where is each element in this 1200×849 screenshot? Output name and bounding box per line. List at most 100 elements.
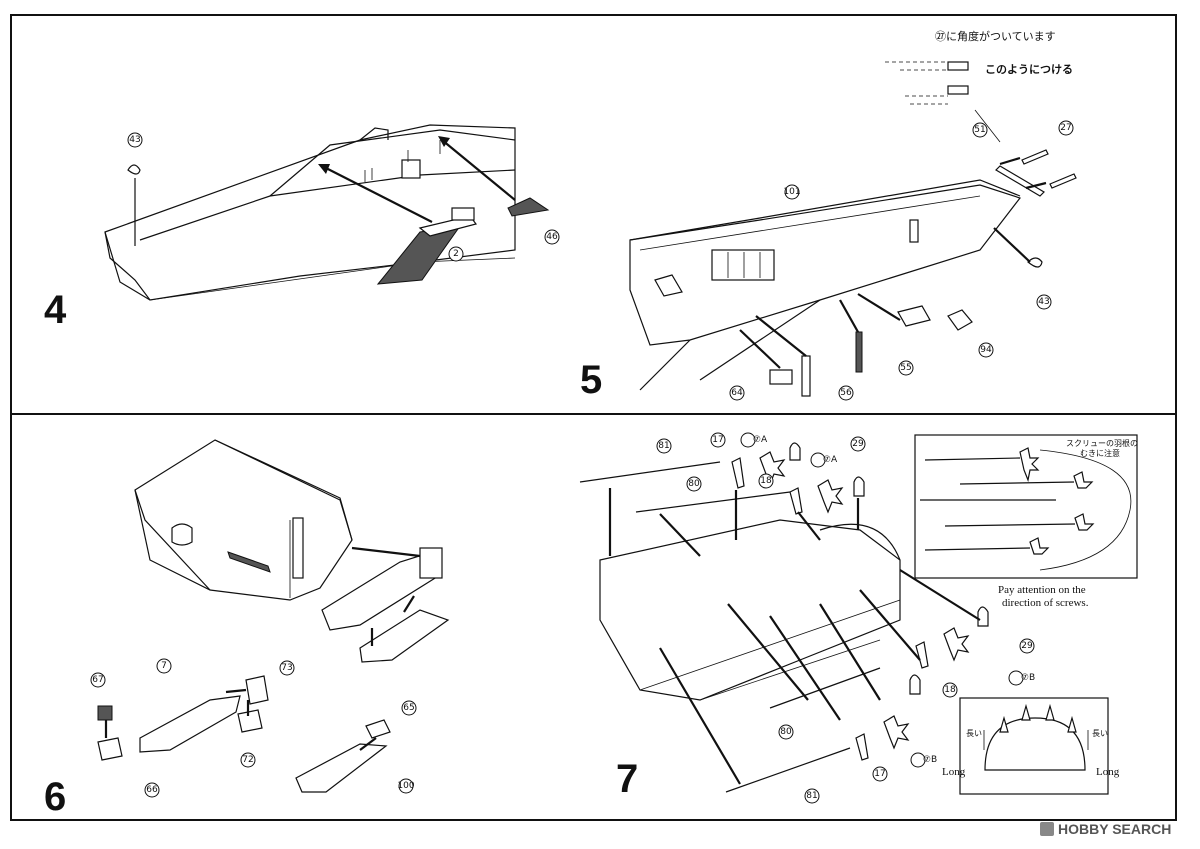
svg-text:67: 67 (92, 675, 103, 685)
part-label-18: 18 (758, 473, 774, 489)
shaft-80 (635, 491, 791, 513)
part-label-29-lower: 29 (1019, 638, 1035, 654)
note-attach: このようにつける (985, 63, 1073, 76)
part-label-101: 101 (783, 184, 801, 200)
part-label-56: 56 (838, 385, 854, 401)
part-label-70A: ⑦A (740, 432, 768, 448)
svg-text:17: 17 (712, 435, 723, 445)
part-66-wheel (97, 737, 123, 761)
step-5-panel: 5 ㉗に角度がついています このようにつける (580, 29, 1077, 402)
svg-text:65: 65 (403, 703, 414, 713)
part-label-27: 27 (1058, 120, 1074, 136)
part-label-72: 72 (240, 752, 256, 768)
svg-text:⑦A: ⑦A (753, 435, 768, 445)
svg-text:17: 17 (874, 769, 885, 779)
step-4-panel: 4 43 46 2 (44, 124, 560, 332)
part-label-70B-2: ⑦B (910, 752, 937, 768)
long-jp-left: 長い (966, 729, 982, 738)
shaft-81 (579, 461, 721, 483)
long-label-right: Long (1096, 766, 1120, 778)
svg-text:55: 55 (900, 363, 911, 373)
svg-text:101: 101 (783, 187, 800, 197)
inset-note-line1: スクリューの羽根の (1066, 438, 1138, 448)
svg-text:18: 18 (760, 476, 772, 486)
hull-underside (599, 519, 901, 701)
part-label-70B: ⑦B (1008, 670, 1035, 686)
part-72-bracket (237, 709, 263, 733)
svg-text:43: 43 (129, 135, 140, 145)
part-55-strip (855, 331, 863, 373)
step-number: 5 (580, 358, 602, 402)
bracket-18 (789, 487, 803, 515)
part-label-18-lower: 18 (942, 682, 958, 698)
svg-text:72: 72 (242, 755, 253, 765)
svg-text:7: 7 (161, 661, 167, 671)
part-43-clip (127, 164, 141, 175)
part-43-clip (1027, 257, 1043, 268)
pay-attention-note-line2: direction of screws. (1002, 597, 1089, 609)
svg-text:56: 56 (840, 388, 852, 398)
part-94-block (947, 309, 973, 331)
part-label-65: 65 (401, 700, 417, 716)
part-label-2: 2 (448, 246, 464, 262)
hull-drawing (134, 439, 353, 601)
svg-text:27: 27 (1060, 123, 1071, 133)
svg-text:94: 94 (980, 345, 992, 355)
part-7-strut (139, 695, 241, 753)
part-label-17: 17 (710, 432, 726, 448)
svg-text:29: 29 (852, 439, 864, 449)
assembly-arrow (321, 165, 433, 223)
step-number: 4 (44, 288, 67, 332)
svg-text:2: 2 (453, 249, 459, 259)
watermark-text: HOBBY SEARCH (1058, 821, 1171, 837)
svg-text:80: 80 (780, 727, 792, 737)
svg-text:43: 43 (1038, 297, 1049, 307)
part-27-pin (1021, 149, 1049, 165)
part-73-bracket (245, 675, 269, 705)
part-label-67: 67 (90, 672, 106, 688)
svg-text:18: 18 (944, 685, 956, 695)
part-101-panel (711, 249, 775, 281)
part-label-64: 64 (729, 385, 745, 401)
part-67-block (97, 705, 113, 721)
step-number: 6 (44, 775, 66, 819)
part-label-55: 55 (898, 360, 914, 376)
long-jp-right: 長い (1092, 729, 1108, 738)
bracket-17 (731, 457, 745, 489)
step-6-panel: 6 7 67 73 72 66 65 100 (44, 439, 450, 819)
hull-drawing (629, 184, 1021, 346)
svg-text:81: 81 (658, 441, 669, 451)
part-label-29: 29 (850, 436, 866, 452)
part-label-80: 80 (686, 476, 702, 492)
part-label-43: 43 (1036, 294, 1052, 310)
svg-text:46: 46 (546, 232, 558, 242)
svg-text:81: 81 (806, 791, 817, 801)
part-label-81: 81 (656, 438, 672, 454)
svg-text:80: 80 (688, 479, 700, 489)
svg-text:73: 73 (281, 663, 292, 673)
svg-text:⑦A: ⑦A (823, 455, 838, 465)
part-label-66: 66 (144, 782, 160, 798)
part-label-51: 51 (972, 122, 988, 138)
gear-door (359, 609, 450, 663)
part-label-94: 94 (978, 342, 994, 358)
pay-attention-note-line1: Pay attention on the (998, 584, 1086, 596)
inset-note-line2: むきに注意 (1080, 448, 1120, 458)
svg-text:64: 64 (731, 388, 743, 398)
part-label-81-lower: 81 (804, 788, 820, 804)
part-label-17-lower: 17 (872, 766, 888, 782)
part-46-block (507, 197, 550, 217)
part-label-43: 43 (127, 132, 143, 148)
hobby-search-watermark: HOBBY SEARCH (1040, 821, 1171, 837)
part-100-door (295, 743, 388, 793)
note-angle: ㉗に角度がついています (935, 29, 1056, 43)
part-65-piece (365, 719, 391, 739)
sheet-frame (10, 14, 1177, 821)
svg-text:100: 100 (397, 781, 414, 791)
part-51-rod (995, 165, 1045, 197)
part-label-70A-2: ⑦A (810, 452, 838, 468)
part-64-block (769, 369, 793, 385)
part-label-80-lower: 80 (778, 724, 794, 740)
fin-29 (789, 442, 801, 461)
